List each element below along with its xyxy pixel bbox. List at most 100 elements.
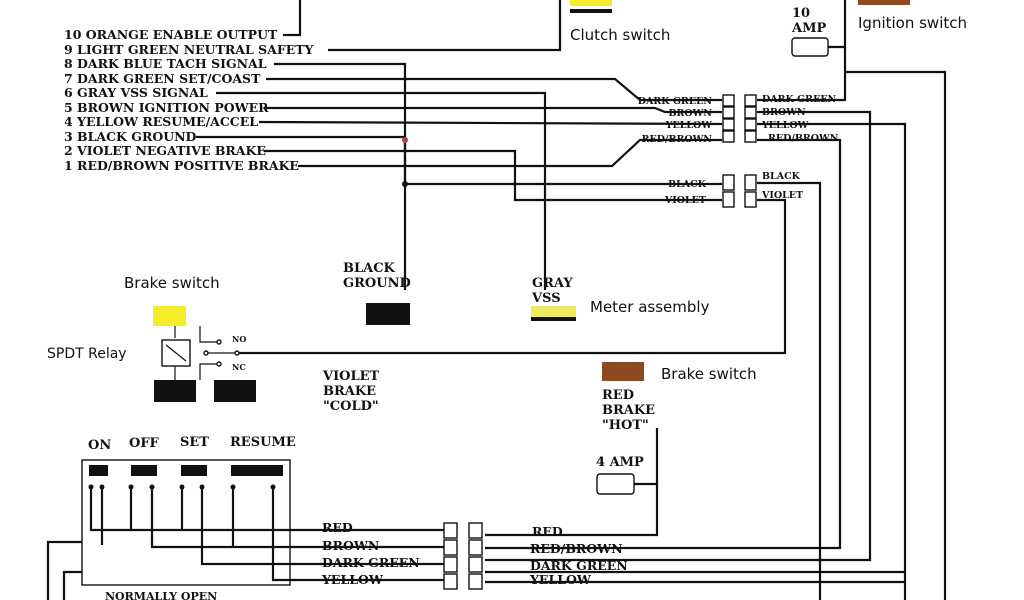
conn-ur-pin-1 <box>744 94 757 107</box>
relay-nc-label: NC <box>232 362 246 372</box>
conn-br-pin-1 <box>468 522 483 539</box>
wire-light-green-neutral <box>328 0 562 52</box>
wire-brown-ignition <box>264 106 722 114</box>
black-ground-block <box>366 303 410 325</box>
pin-6-label: 6 GRAY VSS SIGNAL <box>64 85 208 100</box>
conn-ml-black: BLACK <box>668 179 707 190</box>
relay-no-wire <box>199 326 218 343</box>
harness-pin-labels: 10 ORANGE ENABLE OUTPUT 9 LIGHT GREEN NE… <box>64 27 315 173</box>
wire-right-dark-green <box>757 47 847 102</box>
conn-ul-dark-green: DARK GREEN <box>638 96 713 107</box>
conn-bl-red: RED <box>322 520 353 535</box>
vss-block-base <box>531 317 576 321</box>
clutch-switch-body <box>570 0 612 6</box>
button-on[interactable] <box>89 465 108 476</box>
conn-mr-pin-2 <box>744 191 757 208</box>
connector-upper: DARK GREEN BROWN YELLOW RED/BROWN DARK G… <box>638 94 839 145</box>
conn-ml-pin-1 <box>722 174 735 191</box>
brake-switch-left-label: Brake switch <box>124 274 220 292</box>
panel-wire-red <box>89 487 445 532</box>
wire-gray-vss <box>216 91 547 290</box>
conn-bl-pin-4 <box>443 573 458 590</box>
conn-br-red: RED <box>532 524 563 539</box>
conn-mr-black: BLACK <box>762 171 801 182</box>
conn-bl-pin-3 <box>443 556 458 573</box>
panel-wire-dark-green <box>200 487 445 566</box>
pin-4-label: 4 YELLOW RESUME/ACCEL <box>64 114 258 129</box>
pin-3-label: 3 BLACK GROUND <box>64 129 197 144</box>
button-set-label: SET <box>180 435 209 450</box>
conn-ul-red-brown: RED/BROWN <box>642 134 713 145</box>
pin-8-label: 8 DARK BLUE TACH SIGNAL <box>64 56 267 71</box>
button-set[interactable] <box>181 465 207 476</box>
wire-right-black <box>757 181 822 600</box>
clutch-switch: Clutch switch <box>570 0 670 44</box>
wire-yellow-resume <box>258 120 723 126</box>
splice-point <box>402 137 408 143</box>
conn-ml-pin-2 <box>722 191 735 208</box>
relay-nc-contact <box>216 361 222 367</box>
harness-wires <box>196 0 723 290</box>
wire-right-brown <box>485 110 872 562</box>
conn-ul-pin-2 <box>722 106 735 119</box>
conn-br-pin-4 <box>468 573 483 590</box>
conn-ur-red-brown: RED/BROWN <box>768 133 839 144</box>
conn-ul-pin-3 <box>722 118 735 131</box>
ignition-switch-label: Ignition switch <box>858 14 967 32</box>
conn-bl-yellow: YELLOW <box>321 572 384 587</box>
fuse-top-wire <box>828 0 847 49</box>
relay-no-contact <box>216 339 222 345</box>
relay-coil-mark <box>165 344 187 362</box>
right-trunk-wires <box>238 47 947 600</box>
fuse-top-body <box>791 37 829 57</box>
panel-wire-brown <box>150 487 445 549</box>
conn-br-red-brown: RED/BROWN <box>530 541 623 556</box>
ignition-switch-body <box>858 0 910 5</box>
ignition-switch: Ignition switch <box>858 0 967 32</box>
pin-7-label: 7 DARK GREEN SET/COAST <box>64 71 261 86</box>
wire-right-violet <box>238 198 787 355</box>
panel-wire-left-1 <box>46 540 82 600</box>
connector-middle: BLACK VIOLET BLACK VIOLET <box>664 171 803 208</box>
fuse-bottom-wire-down <box>485 484 659 537</box>
panel-wire-yellow <box>271 487 445 582</box>
conn-ul-pin-4 <box>722 130 735 143</box>
control-switch-panel: ON OFF SET RESUME NORMALLY OPEN <box>46 435 445 600</box>
conn-ur-yellow: YELLOW <box>761 120 809 131</box>
panel-wire-left-2 <box>62 570 82 600</box>
wire-right-yellow <box>757 122 907 600</box>
relay-common-out <box>234 350 240 356</box>
fuse-bottom-body <box>596 473 635 495</box>
conn-br-yellow: YELLOW <box>529 572 592 587</box>
wire-right-red-brown <box>485 138 842 550</box>
brake-switch-left-body <box>153 306 186 326</box>
button-off[interactable] <box>131 465 157 476</box>
conn-ul-yellow: YELLOW <box>665 120 713 131</box>
brake-switch-right-body <box>602 362 644 381</box>
conn-ml-violet: VIOLET <box>664 195 706 206</box>
conn-ur-pin-2 <box>744 106 757 119</box>
spdt-relay-label: SPDT Relay <box>47 346 127 362</box>
button-resume[interactable] <box>231 465 283 476</box>
button-off-label: OFF <box>129 436 160 451</box>
meter-assembly-label: Meter assembly <box>590 298 710 316</box>
wire-right-ignition-feed <box>845 70 947 600</box>
clutch-switch-base <box>570 9 612 13</box>
relay-nc-wire <box>199 363 218 380</box>
pin-10-label: 10 ORANGE ENABLE OUTPUT <box>64 27 278 42</box>
conn-mr-violet: VIOLET <box>761 190 803 201</box>
conn-mr-pin-1 <box>744 174 757 191</box>
connector-bottom: RED BROWN DARK GREEN YELLOW RED RED/BROW… <box>321 520 905 590</box>
wire-red-brown-pos-brake <box>298 138 722 168</box>
relay-common-contact <box>203 350 209 356</box>
button-on-label: ON <box>88 438 111 453</box>
pin-9-label: 9 LIGHT GREEN NEUTRAL SAFETY <box>64 42 315 57</box>
relay-no-label: NO <box>232 334 246 344</box>
conn-br-dark-green: DARK GREEN <box>530 558 628 573</box>
conn-bl-pin-2 <box>443 539 458 556</box>
